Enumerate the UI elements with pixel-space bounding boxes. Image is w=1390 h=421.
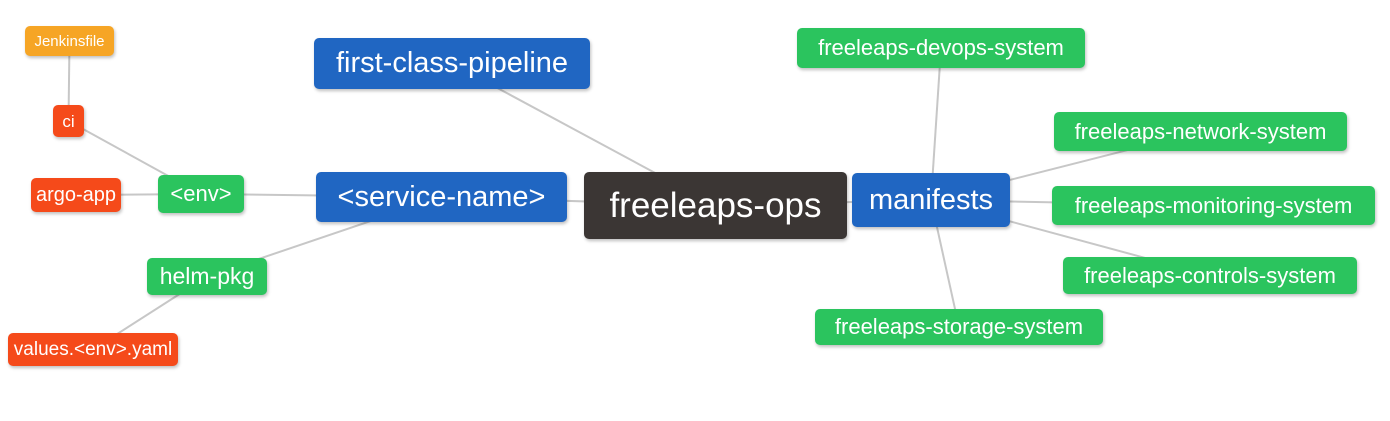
node-first-class-pipeline[interactable]: first-class-pipeline	[314, 38, 590, 89]
node-freeleaps-monitoring-system[interactable]: freeleaps-monitoring-system	[1052, 186, 1375, 225]
node-argo-app[interactable]: argo-app	[31, 178, 121, 212]
node-helm-pkg[interactable]: helm-pkg	[147, 258, 267, 295]
node-service-name[interactable]: <service-name>	[316, 172, 567, 222]
node-freeleaps-network-system[interactable]: freeleaps-network-system	[1054, 112, 1347, 151]
node-freeleaps-ops[interactable]: freeleaps-ops	[584, 172, 847, 239]
node-ci[interactable]: ci	[53, 105, 84, 137]
node-jenkinsfile[interactable]: Jenkinsfile	[25, 26, 114, 56]
node-env[interactable]: <env>	[158, 175, 244, 213]
node-freeleaps-controls-system[interactable]: freeleaps-controls-system	[1063, 257, 1357, 294]
node-values-env-yaml[interactable]: values.<env>.yaml	[8, 333, 178, 366]
node-freeleaps-devops-system[interactable]: freeleaps-devops-system	[797, 28, 1085, 68]
node-manifests[interactable]: manifests	[852, 173, 1010, 227]
node-freeleaps-storage-system[interactable]: freeleaps-storage-system	[815, 309, 1103, 345]
